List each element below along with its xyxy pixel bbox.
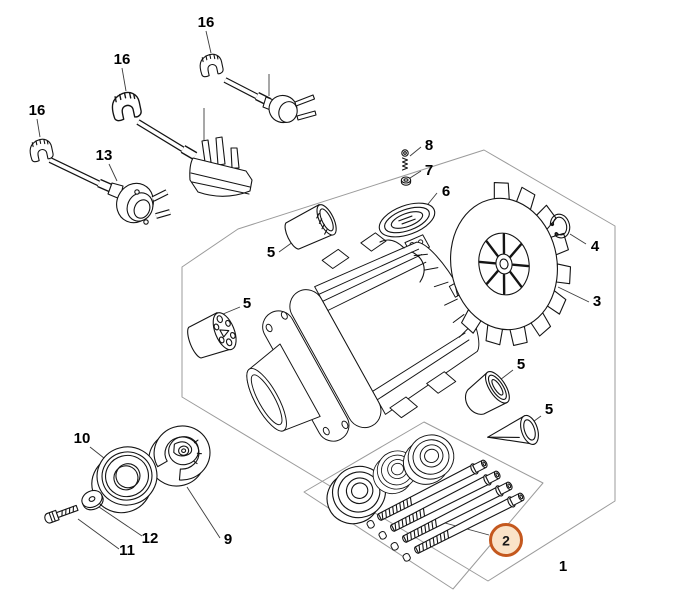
clutch-drum — [148, 425, 211, 487]
callout-1: 1 — [559, 558, 567, 575]
power-cord-us-plug — [223, 77, 317, 124]
power-cord-eu-plug — [48, 157, 171, 225]
callout-11: 11 — [119, 542, 135, 559]
callout-5c: 5 — [517, 356, 525, 373]
highlight-label[interactable]: 2 — [502, 533, 510, 549]
callout-5b: 5 — [243, 295, 251, 312]
motor-wire — [379, 239, 425, 283]
hardware-kit-box — [303, 421, 544, 590]
buffer-sleeve-top — [284, 204, 337, 250]
callout-3: 3 — [593, 293, 601, 310]
pulley — [91, 446, 158, 514]
buffer-cage-left — [187, 312, 237, 359]
callout-12: 12 — [142, 530, 159, 547]
circlip — [549, 213, 571, 239]
callout-16-right: 16 — [198, 14, 215, 31]
highlighted-callout-2[interactable]: 2 — [489, 523, 523, 557]
callout-9: 9 — [224, 531, 232, 548]
callout-13: 13 — [96, 147, 113, 164]
cable-grommet-left — [27, 136, 55, 164]
socket-screw — [44, 504, 79, 524]
buffer-wedge-right-lower — [487, 414, 539, 445]
oval-cover — [378, 202, 436, 238]
buffer-cone-right-upper — [464, 371, 510, 415]
fan-wheel — [450, 181, 572, 347]
callout-10: 10 — [74, 430, 91, 447]
screw-with-spring — [401, 149, 409, 171]
assembly-frame-box — [181, 149, 616, 582]
cable-grommet-right — [197, 51, 225, 79]
callout-5d: 5 — [545, 401, 553, 418]
power-cord-uk-plug — [136, 119, 253, 197]
callout-16-middle: 16 — [114, 51, 131, 68]
cable-grommet-middle — [108, 89, 143, 123]
washer — [81, 489, 104, 511]
callout-5a: 5 — [267, 244, 275, 261]
callout-labels: 16 16 16 13 8 7 6 4 3 5 5 5 5 10 12 11 9… — [29, 14, 602, 575]
callout-16-left: 16 — [29, 102, 46, 119]
callout-4: 4 — [591, 238, 600, 255]
callout-6: 6 — [442, 183, 450, 200]
highlight-ring — [489, 523, 523, 557]
flange-nut — [400, 176, 412, 186]
callout-7: 7 — [425, 162, 433, 179]
callout-8: 8 — [425, 137, 433, 154]
highlight-circle[interactable] — [490, 524, 522, 556]
